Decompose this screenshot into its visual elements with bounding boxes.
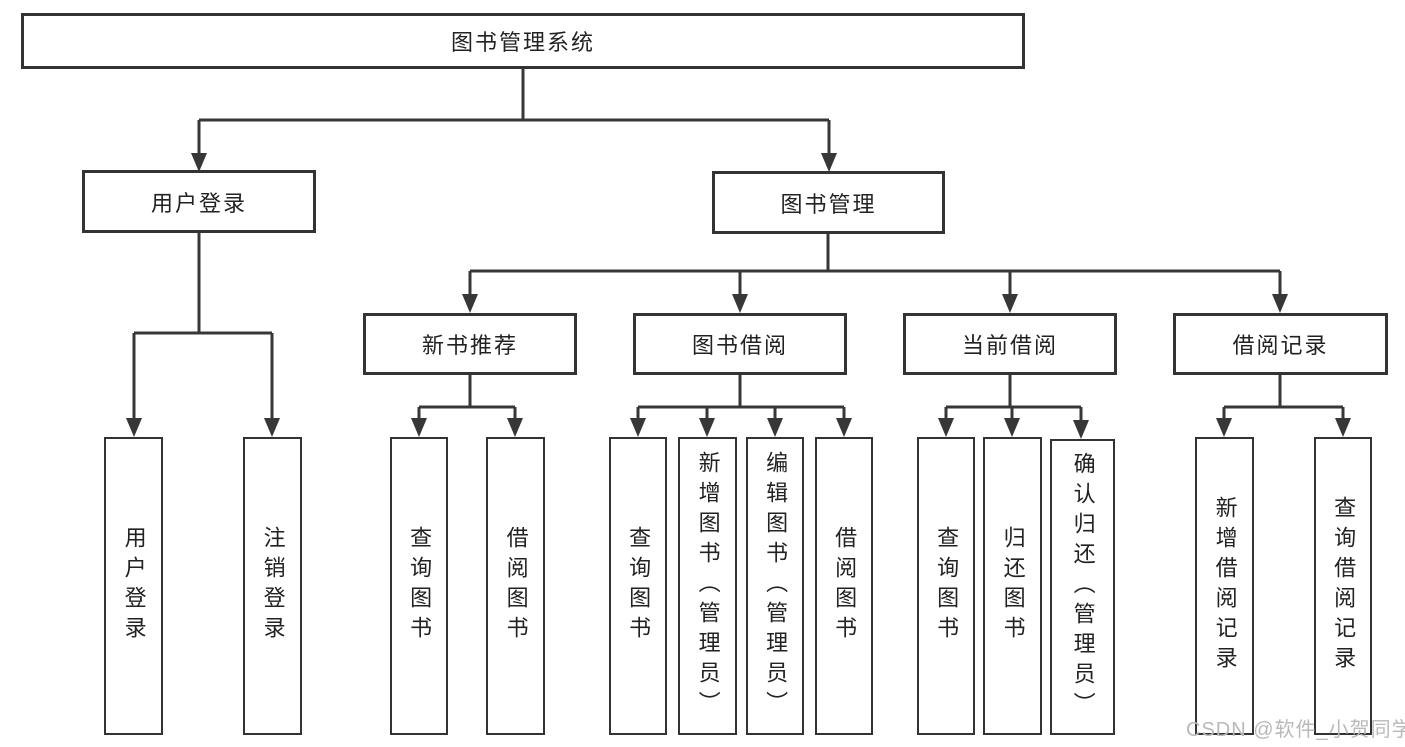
leaf-label: 确认归还（管理员） bbox=[1070, 452, 1096, 722]
leaf-query-books-2: 查询图书 bbox=[609, 437, 667, 735]
node-book-borrow: 图书借阅 bbox=[633, 313, 847, 375]
node-current-borrow: 当前借阅 bbox=[903, 313, 1117, 375]
leaf-label: 新增图书（管理员） bbox=[695, 451, 721, 721]
leaf-add-borrow-record: 新增借阅记录 bbox=[1195, 437, 1254, 735]
leaf-logout: 注销登录 bbox=[243, 437, 302, 735]
node-book-management: 图书管理 bbox=[712, 171, 945, 234]
leaf-label: 借阅图书 bbox=[503, 526, 529, 646]
leaf-label: 查询图书 bbox=[626, 526, 652, 646]
node-root-library-system: 图书管理系统 bbox=[21, 13, 1025, 69]
leaf-label: 注销登录 bbox=[260, 526, 286, 646]
node-borrow-records: 借阅记录 bbox=[1173, 313, 1388, 375]
node-new-book-recommend: 新书推荐 bbox=[363, 313, 577, 375]
leaf-label: 编辑图书（管理员） bbox=[763, 451, 789, 721]
leaf-borrow-books-1: 借阅图书 bbox=[486, 437, 545, 735]
leaf-confirm-return-admin: 确认归还（管理员） bbox=[1050, 439, 1115, 735]
leaf-label: 归还图书 bbox=[1000, 526, 1026, 646]
leaf-label: 借阅图书 bbox=[832, 526, 858, 646]
leaf-query-books-1: 查询图书 bbox=[390, 437, 448, 735]
leaf-label: 查询借阅记录 bbox=[1331, 496, 1357, 676]
csdn-watermark: CSDN @软件_小贺同学 bbox=[1186, 719, 1405, 741]
leaf-return-books: 归还图书 bbox=[983, 437, 1042, 735]
node-user-login: 用户登录 bbox=[82, 170, 316, 233]
leaf-user-login: 用户登录 bbox=[104, 437, 163, 735]
leaf-borrow-books-2: 借阅图书 bbox=[815, 437, 873, 735]
leaf-label: 查询图书 bbox=[407, 526, 433, 646]
leaf-query-borrow-record: 查询借阅记录 bbox=[1314, 437, 1372, 735]
leaf-edit-books-admin: 编辑图书（管理员） bbox=[746, 437, 804, 735]
leaf-label: 新增借阅记录 bbox=[1212, 496, 1238, 676]
leaf-label: 查询图书 bbox=[934, 526, 960, 646]
leaf-label: 用户登录 bbox=[121, 526, 147, 646]
leaf-add-books-admin: 新增图书（管理员） bbox=[678, 437, 737, 735]
leaf-query-books-3: 查询图书 bbox=[917, 437, 975, 735]
